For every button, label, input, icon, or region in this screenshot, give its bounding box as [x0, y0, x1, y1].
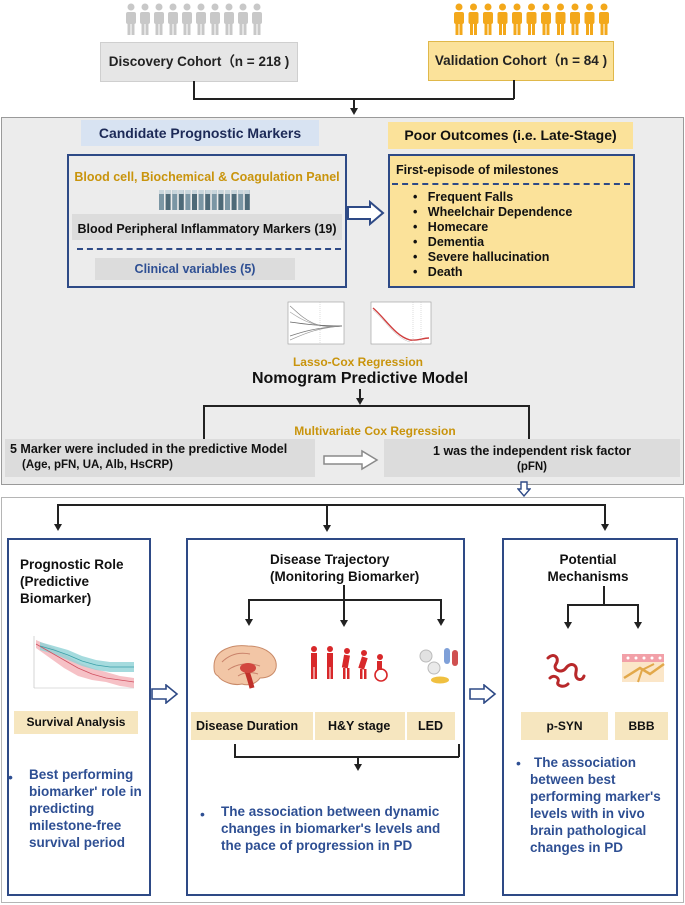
hollow-arrow-right-icon	[151, 684, 179, 704]
multivariate-label: Multivariate Cox Regression	[294, 424, 456, 438]
lasso-coefficient-plot-icon	[287, 301, 345, 345]
arrow-down-icon	[54, 524, 62, 531]
prognostic-bullet: Best performing biomarker' role in predi…	[29, 767, 142, 850]
list-item: • Death	[413, 265, 463, 279]
outcomes-list: • Frequent Falls • Wheelchair Dependence…	[413, 190, 572, 280]
panel-label: Blood cell, Biochemical & Coagulation Pa…	[74, 170, 340, 184]
disease-duration-label: Disease Duration	[196, 719, 299, 733]
lasso-label: Lasso-Cox Regression	[292, 355, 424, 369]
arrow-down-icon	[350, 108, 358, 115]
arrow-down-icon	[340, 620, 348, 627]
markers-line2: (Age, pFN, UA, Alb, HsCRP)	[22, 459, 173, 471]
independent-line2: (pFN)	[516, 461, 547, 473]
hy-stage-label: H&Y stage	[328, 719, 391, 733]
mechanisms-bullet: The association between best performing …	[530, 755, 661, 855]
hollow-arrow-right-icon	[347, 200, 385, 226]
arrow-down-icon	[564, 622, 572, 629]
connector	[193, 81, 195, 99]
outcomes-title-box: Poor Outcomes (i.e. Late-Stage)	[388, 122, 633, 149]
arrow-down-icon	[354, 764, 362, 771]
list-item: • Homecare	[413, 220, 489, 234]
inflammatory-label: Blood Peripheral Inflammatory Markers (1…	[77, 222, 337, 236]
independent-box	[384, 439, 680, 477]
alpha-synuclein-icon	[546, 654, 586, 688]
hollow-arrow-down-icon	[517, 481, 531, 497]
list-item: • Wheelchair Dependence	[413, 205, 573, 219]
mechanisms-title: Potential Mechanisms	[547, 552, 629, 584]
bbb-label: BBB	[615, 712, 668, 740]
prognostic-title: Prognostic Role (Predictive Biomarker)	[20, 557, 124, 606]
test-tubes-icon	[159, 190, 250, 210]
hoehn-yahr-stages-icon	[311, 646, 388, 682]
list-item: • Dementia	[413, 235, 485, 249]
hollow-arrow-right-icon	[469, 684, 497, 704]
markers-box	[5, 439, 315, 477]
mechanisms-box	[502, 538, 678, 896]
validation-cohort-box: Validation Cohort（n = 84 )	[428, 41, 614, 81]
brain-icon	[213, 645, 277, 689]
gray-arrow-right-icon	[323, 449, 379, 471]
dashed-divider	[77, 248, 341, 250]
candidate-title: Candidate Prognostic Markers	[98, 125, 302, 141]
connector	[353, 98, 355, 109]
survival-curve-icon	[33, 636, 135, 689]
outcome-panel	[1, 497, 684, 903]
list-item: • Severe hallucination	[413, 250, 550, 264]
discovery-cohort-label: Discovery Cohort（n = 218 )	[108, 54, 290, 69]
connector	[513, 80, 515, 99]
candidate-title-box: Candidate Prognostic Markers	[81, 120, 319, 146]
arrow-down-icon	[323, 525, 331, 532]
medication-pills-icon	[419, 648, 458, 684]
arrow-down-icon	[356, 398, 364, 405]
survival-label: Survival Analysis	[14, 711, 138, 734]
arrow-down-icon	[601, 524, 609, 531]
nomogram-title: Nomogram Predictive Model	[251, 370, 469, 387]
lasso-cv-plot-icon	[370, 301, 432, 345]
validation-people-icon	[454, 3, 609, 35]
blood-brain-barrier-icon	[622, 654, 665, 683]
list-item: • Frequent Falls	[413, 190, 514, 204]
markers-line1: 5 Marker were included in the predictive…	[10, 442, 288, 456]
outcomes-subtitle: First-episode of milestones	[396, 163, 559, 177]
clinical-label: Clinical variables (5)	[95, 258, 295, 280]
led-label: LED	[418, 719, 443, 733]
psyn-label: p-SYN	[521, 712, 608, 740]
trajectory-bullet: The association between dynamic changes …	[221, 804, 441, 853]
bullet-dot: •	[516, 755, 521, 771]
independent-line1: 1 was the independent risk factor	[433, 444, 631, 458]
dashed-divider	[392, 183, 630, 185]
prognostic-box	[7, 538, 151, 896]
arrow-down-icon	[245, 619, 253, 626]
arrow-down-icon	[437, 619, 445, 626]
trajectory-label-row	[191, 712, 455, 740]
arrow-down-icon	[634, 622, 642, 629]
outcomes-title: Poor Outcomes (i.e. Late-Stage)	[404, 127, 617, 143]
trajectory-box	[186, 538, 465, 896]
discovery-people-icon	[126, 3, 262, 35]
validation-cohort-label: Validation Cohort（n = 84 )	[434, 53, 608, 68]
bullet-dot: •	[8, 769, 13, 785]
outcomes-box	[388, 154, 635, 288]
bullet-dot: •	[200, 806, 205, 822]
trajectory-title: Disease Trajectory (Monitoring Biomarker…	[270, 552, 420, 584]
discovery-cohort-box: Discovery Cohort（n = 218 )	[100, 42, 298, 82]
